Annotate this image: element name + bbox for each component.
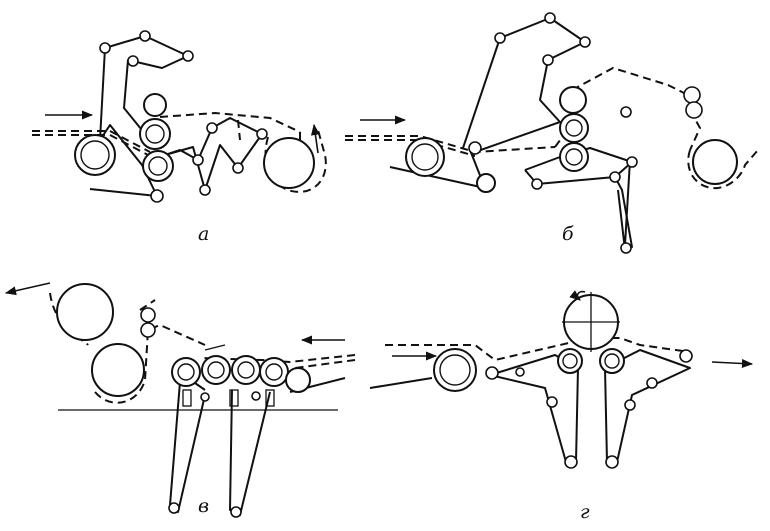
press-roll-v2	[201, 355, 231, 385]
roll-support	[265, 389, 275, 407]
panel-label-v: в	[198, 495, 209, 517]
suction-roll-inner	[411, 143, 439, 171]
felt-loop-v2	[229, 389, 271, 516]
guide-roll	[192, 154, 204, 166]
guide-roll	[485, 366, 499, 380]
panel-label-g: г	[580, 501, 590, 523]
suction-roll-inner	[439, 354, 471, 386]
press-roll-lower	[559, 142, 589, 172]
dryer-cylinder-a	[263, 137, 315, 189]
guide-roll	[494, 32, 506, 44]
guide-roll	[140, 307, 156, 323]
guide-roll	[200, 392, 210, 402]
lower-felt-g0	[369, 377, 433, 389]
guide-roll	[546, 396, 558, 408]
guide-roll	[150, 189, 164, 203]
dryer-cylinder-b	[692, 139, 738, 185]
press-roll-v3-inner	[237, 361, 255, 379]
press-roll-top	[559, 86, 587, 114]
press-roll-v3	[231, 355, 261, 385]
upper-felt-a	[99, 35, 189, 141]
guide-roll	[609, 171, 621, 183]
press-roll-upper	[139, 118, 171, 150]
web-line-a	[32, 130, 151, 157]
guide-roll	[579, 36, 591, 48]
out-arrow-g	[711, 359, 754, 368]
press-roll-v5	[285, 367, 311, 393]
guide-roll	[685, 101, 703, 119]
felt-loop-v1	[169, 381, 206, 513]
guide-roll	[542, 54, 554, 66]
press-roll-top	[143, 93, 167, 117]
out-arrow-v	[4, 282, 51, 296]
press-roll-g1-inner	[562, 353, 578, 369]
guide-roll	[99, 42, 111, 54]
guide-roll	[206, 122, 218, 134]
guide-roll	[515, 367, 525, 377]
guide-roll	[468, 141, 482, 155]
guide-roll	[683, 86, 701, 104]
press-roll-g1	[557, 348, 583, 374]
press-roll-upper-inner	[145, 124, 165, 144]
guide-roll	[531, 178, 543, 190]
guide-roll	[605, 455, 619, 469]
doctor-blade	[204, 344, 226, 351]
dryer-cylinder-v-lower	[91, 343, 145, 397]
guide-roll	[620, 106, 632, 118]
press-roll-v1	[171, 357, 201, 387]
guide-roll	[624, 399, 636, 411]
guide-roll	[620, 242, 632, 254]
lower-felt-a	[89, 124, 158, 197]
web-line-b	[345, 135, 556, 157]
panel-label-a: а	[198, 223, 209, 245]
guide-roll	[679, 349, 693, 363]
press-roll-lower-inner	[565, 148, 583, 166]
press-roll-v2-inner	[207, 361, 225, 379]
upper-felt-b	[462, 17, 586, 153]
roll-support	[182, 389, 192, 407]
web-out-a	[159, 111, 301, 133]
dryer-cylinder-v-upper	[56, 283, 114, 341]
press-roll-g2-inner	[604, 353, 620, 369]
rotation-arrow	[569, 290, 586, 301]
guide-roll	[646, 377, 658, 389]
dryer-web-b	[687, 149, 759, 190]
guide-roll	[182, 50, 194, 62]
panel-g: г	[369, 290, 754, 523]
panel-label-b: б	[562, 223, 574, 245]
guide-roll	[564, 455, 578, 469]
press-roll-v4-inner	[265, 363, 283, 381]
press-roll-v1-inner	[177, 363, 195, 381]
guide-roll	[168, 502, 180, 514]
guide-roll	[626, 156, 638, 168]
roll-support	[229, 389, 239, 407]
guide-roll	[256, 128, 268, 140]
panel-v: в	[4, 282, 356, 518]
press-roll-lower	[142, 150, 174, 182]
guide-roll	[232, 162, 244, 174]
press-roll-lower-inner	[148, 156, 168, 176]
press-roll-v4	[259, 357, 289, 387]
web-down-a	[237, 119, 241, 141]
panel-a: а	[32, 30, 327, 245]
reel-arrow-a	[310, 123, 320, 154]
press-roll-upper-inner	[565, 119, 583, 137]
guide-roll	[544, 12, 556, 24]
guide-roll	[199, 184, 211, 196]
guide-roll	[127, 55, 139, 67]
press-roll-g2	[599, 348, 625, 374]
felt-tail-b	[624, 159, 631, 246]
guide-roll	[251, 391, 261, 401]
press-roll-upper	[559, 113, 589, 143]
guide-roll	[230, 506, 242, 518]
suction-roll-inner	[80, 140, 110, 170]
panel-b: б	[345, 12, 759, 254]
guide-roll-large	[476, 173, 496, 193]
guide-roll	[139, 30, 151, 42]
guide-roll	[140, 322, 156, 338]
